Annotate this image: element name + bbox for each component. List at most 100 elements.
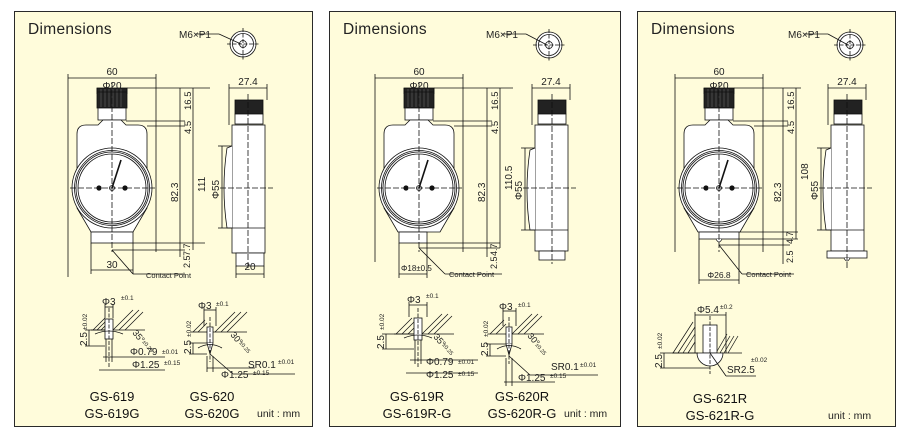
width-dim: 60 (713, 67, 725, 78)
dial-dim: 82.3 (477, 182, 488, 202)
h2-dim: 4.5 (490, 121, 501, 134)
total-height-dim: 111 (197, 176, 208, 192)
dimension-drawing: M6×P1 60 Φ20 16.5 4.5 82.3 108 4.7 2.5 Φ… (654, 29, 872, 377)
total-height-dim: 108 (800, 163, 811, 180)
thread-label: M6×P1 (486, 30, 518, 41)
tip2-dia: Φ3 (198, 301, 212, 312)
gauge-side-view (523, 94, 576, 264)
bottom2-dim: 2.5 (489, 256, 499, 269)
thread-end-view-icon (195, 28, 259, 60)
tip1-height: 2.5 (376, 335, 387, 349)
tip2-shaft-dia: Φ1.25 (221, 370, 249, 381)
tip1-height: 2.5 (79, 332, 90, 346)
dial-dia-dim: Φ55 (211, 179, 222, 199)
thread-label: M6×P1 (788, 30, 820, 41)
tip2-dia: Φ3 (499, 302, 513, 313)
contact-point-label: Contact Point (146, 271, 192, 280)
foot-dim: Φ26.8 (707, 270, 731, 280)
side-depth-dim: 27.4 (238, 77, 258, 88)
bottom2-dim: 2.5 (182, 255, 192, 268)
model-name-g: GS-619G (84, 406, 140, 421)
gauge-side-view (220, 94, 273, 270)
gauge-front-view (677, 82, 762, 252)
unit-label: unit : mm (257, 408, 301, 420)
tip1-tip-dia: Φ0.79 (426, 357, 454, 368)
dimension-drawing: M6×P1 60 Φ20 16.5 4.5 82.3 110.5 4.7 2.5… (374, 29, 598, 386)
tip2-radius: SR0.1 (551, 362, 579, 373)
tip2-radius-tol: ±0.01 (278, 359, 295, 366)
dial-dim: 82.3 (773, 182, 784, 202)
model-name: GS-621R (692, 391, 748, 406)
tip2-height-tol: ±0.02 (483, 320, 490, 337)
side-depth-dim: 27.4 (541, 77, 561, 88)
panel-title: Dimensions (651, 21, 735, 38)
thread-end-view-icon (804, 29, 866, 61)
tip2-angle-tol: ±0.25 (533, 342, 546, 356)
tip1-radius-tol: ±0.02 (751, 357, 768, 364)
tip2-angle-tol: ±0.25 (237, 340, 250, 354)
tip1-dia-tol: ±0.2 (720, 304, 733, 311)
dial-dia-dim: Φ55 (810, 180, 821, 200)
tip1-shaft-tol: ±0.15 (458, 371, 475, 378)
tip1-radius: SR2.5 (727, 365, 755, 376)
tip-detail-cone (85, 304, 165, 371)
tip1-dia: Φ3 (102, 297, 116, 308)
bottom1-dim: 4.7 (489, 243, 499, 256)
foot-dim: Φ18±0.5 (401, 264, 432, 273)
side-foot-dim: 20 (244, 262, 256, 273)
tip1-height-tol: ±0.02 (82, 313, 89, 330)
tip1-angle-tol: ±0.25 (440, 342, 453, 356)
width-dim: 60 (106, 67, 118, 78)
tip2-dia-tol: ±0.1 (518, 302, 531, 309)
model-name-g: GS-619R-G (382, 406, 452, 421)
tip1-height-tol: ±0.02 (657, 332, 664, 349)
model-name-g: GS-620G (184, 406, 240, 421)
width-dim: 60 (413, 67, 425, 78)
knob-dia-dim: Φ20 (102, 81, 122, 92)
tip1-height-tol: ±0.02 (379, 313, 386, 330)
tip1-dia-tol: ±0.1 (426, 293, 439, 300)
model-name: GS-619 (89, 389, 135, 404)
unit-label: unit : mm (564, 408, 608, 420)
unit-label: unit : mm (828, 410, 872, 422)
h1-dim: 16.5 (183, 92, 194, 111)
tip2-height: 2.5 (183, 340, 194, 354)
tip1-tip-tol: ±0.01 (458, 359, 475, 366)
contact-point-label: Contact Point (746, 270, 792, 279)
knob-dia-dim: Φ20 (409, 81, 429, 92)
h2-dim: 4.5 (786, 121, 797, 134)
tip-detail-radius (189, 307, 295, 375)
bottom1-dim: 7.7 (182, 243, 192, 256)
tip1-dia: Φ3 (407, 295, 421, 306)
bottom1-dim: 4.7 (785, 231, 795, 244)
gauge-front-view (70, 82, 155, 252)
dimensions-panel-gs619r-gs620r: Dimensions (329, 11, 621, 427)
thread-end-view-icon (502, 29, 565, 61)
dial-dim: 82.3 (170, 182, 181, 202)
dial-dia-dim: Φ55 (514, 180, 525, 200)
gauge-side-view (819, 94, 872, 268)
thread-label: M6×P1 (179, 30, 211, 41)
tip2-shaft-tol: ±0.15 (253, 370, 270, 377)
h1-dim: 16.5 (786, 92, 797, 111)
tip1-height: 2.5 (654, 354, 665, 368)
panel-title: Dimensions (28, 21, 112, 38)
tip2-shaft-tol: ±0.15 (550, 373, 567, 380)
dimensions-panel-gs619-gs620: Dimensions (14, 11, 313, 427)
model-name: GS-620 (189, 389, 235, 404)
panel-title: Dimensions (343, 21, 427, 38)
dimensions-panel-gs621r: Dimensions (637, 11, 896, 427)
tip1-tip-tol: ±0.01 (162, 349, 179, 356)
total-height-dim: 110.5 (504, 165, 515, 190)
h2-dim: 4.5 (183, 121, 194, 134)
model-name-g: GS-621R-G (685, 408, 755, 423)
tip-detail-ball (660, 312, 756, 377)
model-name-g: GS-620R-G (487, 406, 557, 421)
gauge-front-view (377, 82, 462, 252)
tip1-shaft-dia: Φ1.25 (426, 370, 454, 381)
knob-dia-dim: Φ20 (709, 81, 729, 92)
tip2-radius-tol: ±0.01 (580, 362, 597, 369)
contact-point-label: Contact Point (449, 270, 495, 279)
tip1-shaft-tol: ±0.15 (164, 360, 181, 367)
side-depth-dim: 27.4 (837, 77, 857, 88)
